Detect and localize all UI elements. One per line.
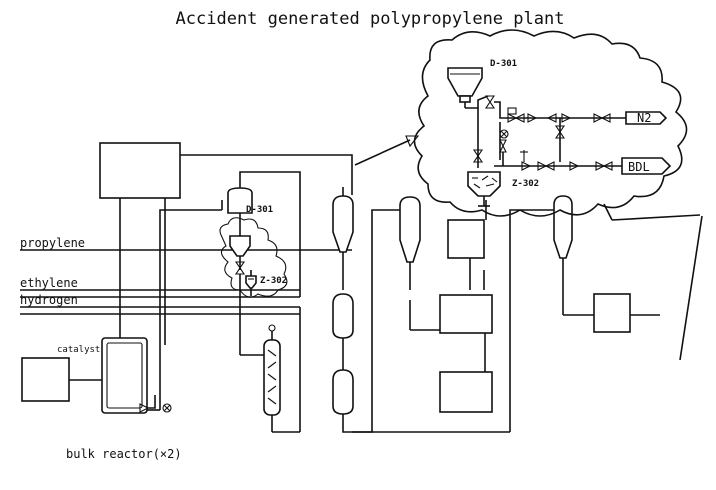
ethylene-label: ethylene	[20, 276, 78, 290]
downstream-units	[352, 195, 660, 433]
packed-column	[263, 324, 281, 432]
catalyst-vessel	[21, 357, 102, 402]
z302-main-tag: Z-302	[260, 276, 287, 286]
d301-vessel	[221, 171, 301, 356]
hydrogen-label: hydrogen	[20, 293, 78, 307]
inset-piping	[472, 118, 672, 175]
z302-vessel	[245, 270, 257, 296]
separator-train	[272, 187, 440, 433]
diagram-title: Accident generated polypropylene plant	[176, 9, 565, 29]
bulk-reactor	[101, 209, 222, 414]
d301-inset-tag: D-301	[490, 59, 517, 69]
propylene-label: propylene	[20, 236, 85, 250]
accident-cloud-large	[413, 29, 688, 217]
inset-z302	[467, 171, 501, 207]
catalyst-label: catalyst	[57, 345, 100, 355]
d301-main-tag: D-301	[246, 205, 273, 215]
reactor-label: bulk reactor(×2)	[66, 447, 182, 461]
accident-cloud-small	[219, 217, 288, 298]
inset-d301	[447, 67, 668, 168]
nitrogen-stream-label: N2	[637, 111, 651, 125]
z302-inset-tag: Z-302	[512, 179, 539, 189]
top-left-vessel	[99, 142, 353, 345]
callout-arrow	[354, 135, 420, 166]
bdl-stream-label: BDL	[628, 160, 650, 174]
